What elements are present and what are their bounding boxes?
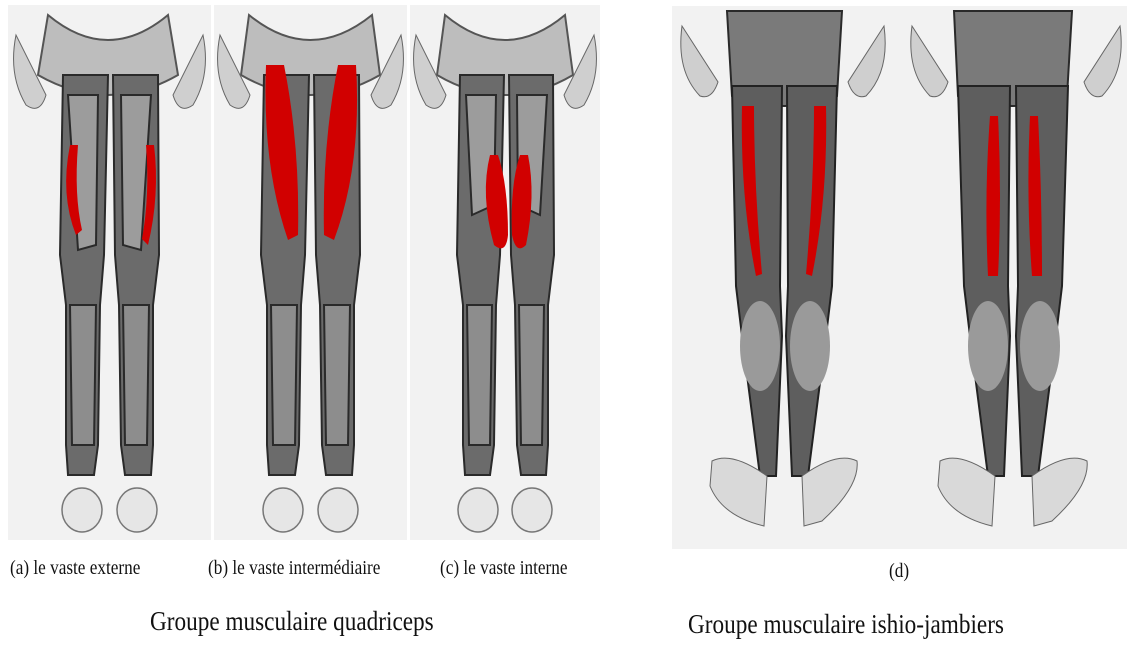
foot-right bbox=[1032, 458, 1087, 526]
caption-c: (c) le vaste interne bbox=[440, 557, 568, 580]
feet bbox=[458, 488, 552, 532]
highlight-semitendineux-left bbox=[986, 116, 1000, 276]
highlight-vaste-interne bbox=[486, 155, 532, 248]
posterior-figure-2 bbox=[911, 11, 1121, 526]
calf-left bbox=[968, 301, 1008, 391]
right-leg bbox=[1016, 86, 1068, 476]
calf-right bbox=[790, 301, 830, 391]
foot-right bbox=[802, 458, 857, 526]
panel-c-vaste-interne bbox=[410, 5, 600, 540]
caption-a: (a) le vaste externe bbox=[10, 557, 140, 580]
legs-posterior-illustration bbox=[672, 6, 1127, 549]
legs-anterior-illustration-b bbox=[214, 5, 407, 540]
left-leg bbox=[457, 75, 504, 475]
caption-d: (d) bbox=[889, 560, 909, 583]
left-leg bbox=[958, 86, 1010, 476]
hand-left bbox=[911, 26, 948, 97]
panel-d-ishio-jambiers bbox=[672, 6, 1127, 549]
panel-b-vaste-intermediaire bbox=[214, 5, 407, 540]
hand-right bbox=[1084, 26, 1121, 97]
right-leg bbox=[786, 86, 837, 476]
hand-right bbox=[848, 26, 885, 97]
feet bbox=[62, 488, 157, 532]
hand-left bbox=[681, 26, 718, 97]
left-leg bbox=[732, 86, 782, 476]
legs-anterior-illustration-c bbox=[410, 5, 600, 540]
calf-right bbox=[1020, 301, 1060, 391]
group-title-quadriceps: Groupe musculaire quadriceps bbox=[150, 606, 434, 637]
legs-anterior-illustration-a bbox=[8, 5, 211, 540]
calf-left bbox=[740, 301, 780, 391]
right-leg bbox=[113, 75, 159, 475]
posterior-figure-1 bbox=[681, 11, 885, 526]
panel-a-vaste-externe bbox=[8, 5, 211, 540]
left-leg bbox=[60, 75, 108, 475]
group-title-ishio-jambiers: Groupe musculaire ishio-jambiers bbox=[688, 609, 1004, 640]
caption-b: (b) le vaste intermédiaire bbox=[208, 557, 380, 580]
feet bbox=[263, 488, 358, 532]
right-leg bbox=[509, 75, 554, 475]
